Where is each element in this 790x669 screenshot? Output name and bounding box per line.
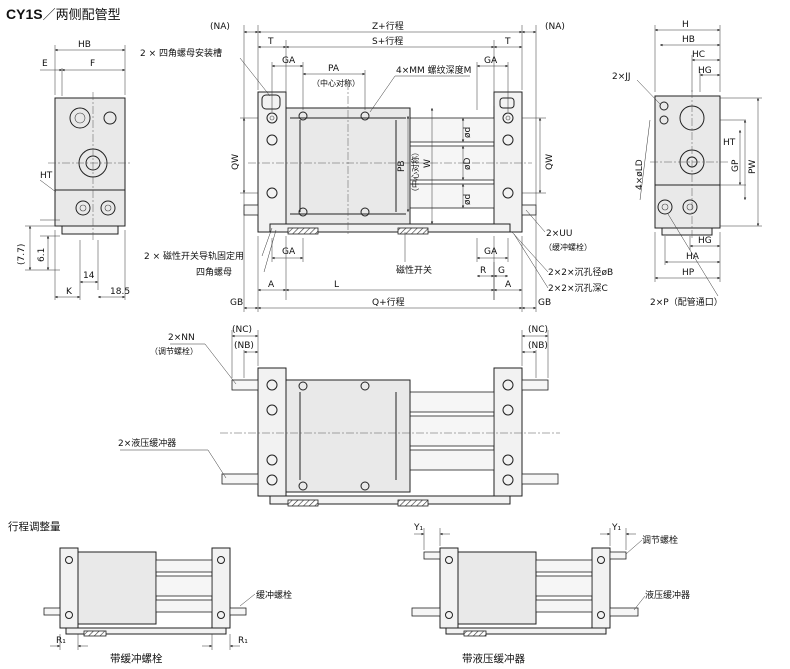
shock-callout: 2×液压缓冲器 [118, 437, 176, 449]
left-end-view: HB E F HT (7.7) 6.1 14 K 18.5 [17, 40, 132, 300]
nn-note: （调节螺栓） [150, 346, 198, 356]
model-subtitle: 两侧配管型 [55, 7, 121, 22]
dim-k: K [66, 287, 73, 297]
dim-nb-right: (NB) [528, 341, 548, 351]
dim-s-stroke: S+行程 [372, 35, 403, 47]
pb-note: （中心对称） [410, 148, 420, 196]
model-name: CY1S [6, 6, 43, 22]
dim-hp: HP [682, 268, 695, 278]
dim-nc-right: (NC) [528, 325, 548, 335]
dim-61: 6.1 [37, 248, 47, 262]
dim-qw-right: QW [545, 154, 555, 170]
title-slash: ／ [42, 7, 56, 22]
dim-qw-left: QW [231, 154, 241, 170]
dim-a-right: A [505, 280, 512, 290]
uu-callout: 2×UU [546, 229, 572, 239]
dim-h: H [682, 20, 689, 30]
adjust-bolt-label: 调节螺栓 [642, 534, 678, 546]
stroke-adjust-section: 行程调整量 缓冲螺栓 R₁ R₁ 带缓冲螺栓 [8, 520, 690, 665]
r1-left: R₁ [56, 636, 66, 646]
dim-hb-left: HB [78, 40, 91, 50]
cc-callout: 2×2×沉孔深C [548, 283, 608, 294]
dim-w: W [423, 159, 433, 168]
dim-ga-top-left: GA [282, 56, 296, 66]
uu-note: （缓冲螺栓） [544, 242, 592, 252]
fitting-left [75, 200, 91, 216]
adjust-left-drawing: 缓冲螺栓 R₁ R₁ 带缓冲螺栓 [43, 547, 292, 665]
dim-pb: PB [397, 160, 407, 172]
dim-t-left: T [267, 37, 274, 47]
dim-ht-left: HT [40, 171, 53, 181]
port-circle [69, 107, 91, 129]
dim-gp: GP [731, 159, 741, 172]
dim-g: G [498, 266, 505, 276]
stroke-adjust-heading: 行程调整量 [8, 520, 61, 533]
caption-right: 带液压缓冲器 [462, 652, 525, 665]
right-end-view: H HB HC HG 2×JJ HT GP PW 4×øLD HG HA HP … [612, 20, 762, 308]
y1-left: Y₁ [413, 523, 423, 533]
dim-pa: PA [328, 64, 340, 74]
dim-nb-left: (NB) [234, 341, 254, 351]
r1-right: R₁ [238, 636, 248, 646]
cb-callout: 2×2×沉孔径øB [548, 266, 613, 278]
dim-ga-bottom-left: GA [282, 247, 296, 257]
dim-ht-right: HT [723, 138, 736, 148]
dim-t-right: T [504, 37, 511, 47]
dim-ga-bottom-right: GA [484, 247, 498, 257]
jj-callout: 2×JJ [612, 72, 631, 82]
nn-callout: 2×NN [168, 333, 195, 343]
dim-hb-right: HB [682, 35, 695, 45]
dim-a-left: A [268, 280, 275, 290]
square-nut-label: 四角螺母 [196, 266, 232, 278]
top-right-end-plate [493, 91, 523, 233]
dim-185: 18.5 [110, 287, 130, 297]
dim-nc-left: (NC) [232, 325, 252, 335]
dim-e: E [42, 59, 48, 69]
dim-f: F [90, 59, 95, 69]
switch-label: 磁性开关 [396, 264, 432, 276]
dim-ha: HA [686, 252, 700, 262]
pa-note: （中心对称） [312, 78, 360, 88]
dim-14: 14 [83, 271, 95, 281]
dim-r: R [480, 266, 486, 276]
dim-q-stroke: Q+行程 [372, 296, 405, 308]
dim-77: (7.7) [17, 244, 27, 265]
rail-callout: 2 × 磁性开关导轨固定用 [144, 250, 244, 262]
dim-hg-top: HG [698, 66, 712, 76]
dim-na-right: (NA) [545, 22, 565, 32]
caption-left: 带缓冲螺栓 [110, 652, 163, 665]
switch-rail [269, 223, 511, 233]
nut-slot [261, 94, 281, 110]
dim-ld: 4×øLD [635, 159, 645, 190]
dim-pw: PW [748, 160, 758, 174]
y1-right: Y₁ [611, 523, 621, 533]
dim-gb-right: GB [538, 298, 551, 308]
fitting-right [100, 200, 116, 216]
dim-od-mid: øD [463, 157, 473, 170]
nut-slot-callout: 2 × 四角螺母安装槽 [140, 47, 222, 59]
dim-od-bot: ød [463, 194, 473, 205]
dim-od-top: ød [463, 127, 473, 138]
dim-l: L [334, 280, 339, 290]
p-callout: 2×P（配管通口） [650, 296, 723, 308]
dim-z-stroke: Z+行程 [372, 20, 404, 32]
page-title: CY1S／两侧配管型 [6, 4, 121, 23]
dim-hc: HC [692, 50, 705, 60]
mm-callout: 4×MM 螺纹深度M [396, 64, 471, 76]
adjust-right-drawing: Y₁ Y₁ 调节螺栓 液压缓冲器 带液压缓冲器 [411, 523, 690, 665]
shock-absorber-label: 液压缓冲器 [645, 589, 690, 601]
dim-hg-bottom: HG [698, 236, 712, 246]
dim-na-left: (NA) [210, 22, 230, 32]
bolt-callout: 缓冲螺栓 [256, 589, 292, 601]
dim-gb-left: GB [230, 298, 243, 308]
middle-view: (NC) (NB) (NC) (NB) 2×NN （调节螺栓） 2×液压缓冲器 [118, 325, 560, 507]
top-view: (NA) (NA) Z+行程 T T S+行程 GA GA PA （中心对称） … [140, 20, 613, 312]
dim-ga-top-right: GA [484, 56, 498, 66]
